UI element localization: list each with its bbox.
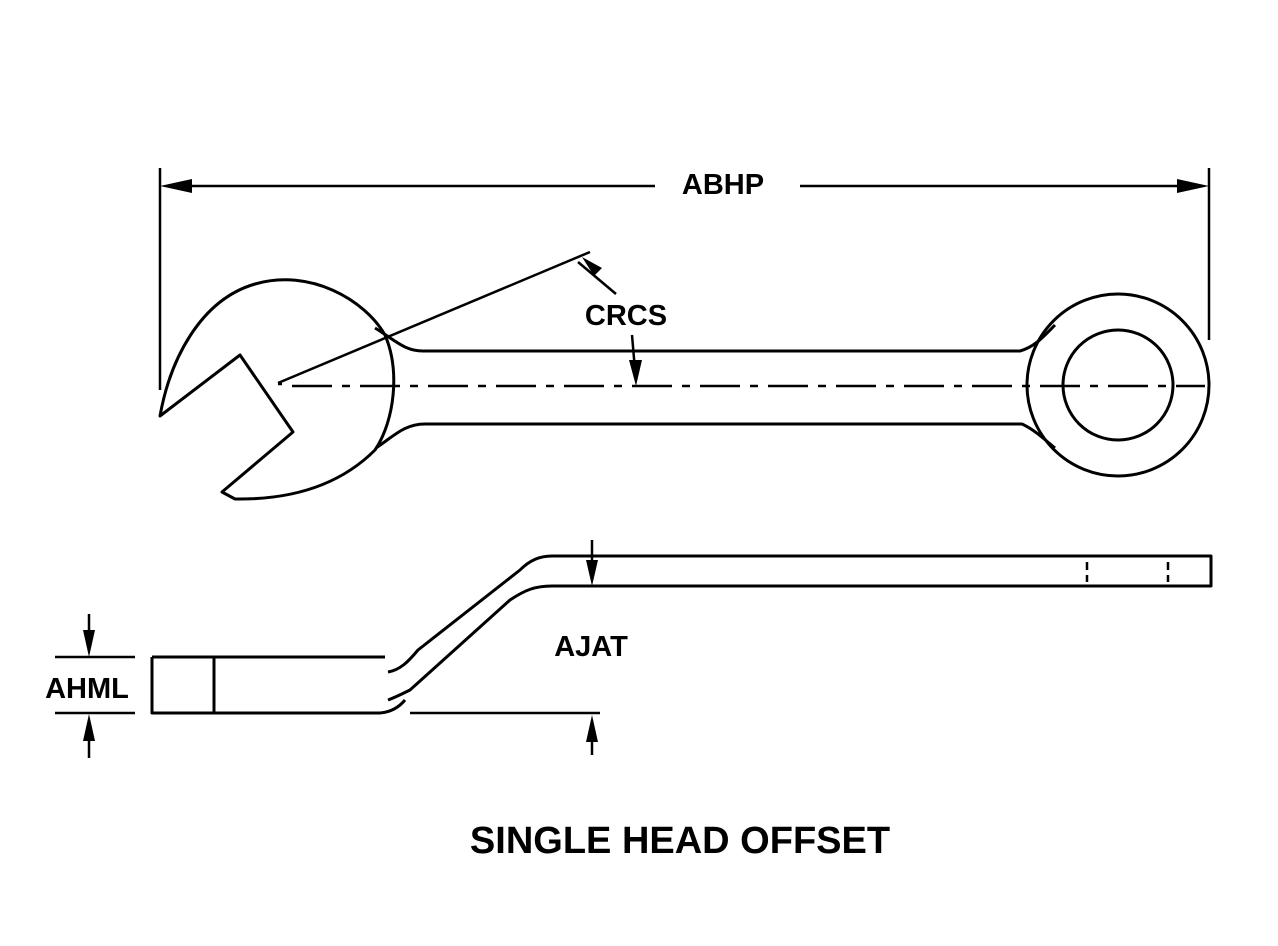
ajat-arrowhead-bottom-icon	[586, 715, 598, 742]
label-ahml: AHML	[45, 673, 129, 705]
label-crcs: CRCS	[585, 300, 667, 332]
crcs-leader-top	[577, 261, 617, 295]
crcs-arrowhead-top-icon	[582, 257, 602, 276]
top-view: ABHP CRCS	[158, 168, 1211, 501]
handle-bottom-edge	[375, 422, 1056, 450]
arrowhead-left-icon	[160, 179, 192, 193]
crcs-arrowhead-bottom-icon	[629, 360, 642, 386]
label-abhp: ABHP	[682, 169, 764, 201]
head-block	[150, 657, 407, 715]
arrowhead-right-icon	[1177, 179, 1209, 193]
diagram-title: SINGLE HEAD OFFSET	[470, 820, 890, 862]
open-end-head	[158, 278, 396, 501]
ajat-arrowhead-top-icon	[586, 560, 598, 586]
label-ajat: AJAT	[554, 631, 628, 663]
side-view: AJAT AHML	[45, 540, 1213, 758]
ahml-arrowhead-top-icon	[83, 630, 95, 657]
offset-top-curve	[387, 554, 1213, 674]
handle-top-edge	[374, 323, 1057, 353]
angle-reference-line	[277, 250, 591, 385]
ahml-arrowhead-bottom-icon	[83, 714, 95, 741]
offset-bottom-curve	[387, 584, 598, 702]
